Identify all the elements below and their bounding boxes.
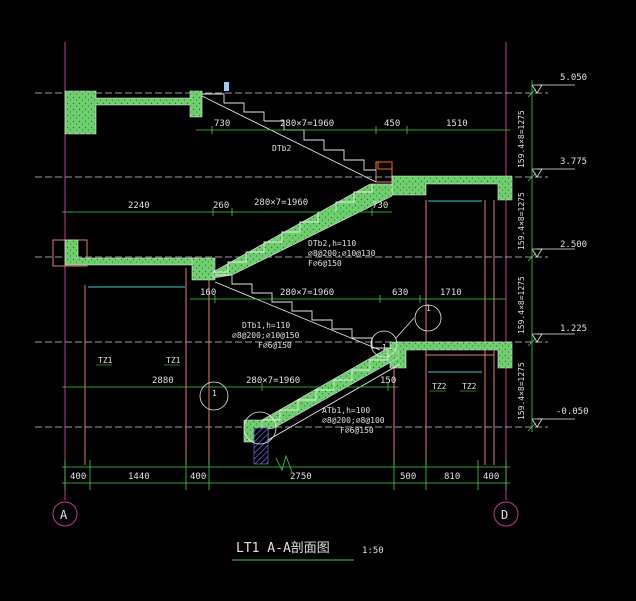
stair-label: DTb2 xyxy=(272,144,291,153)
stair-rebar-label: ⌀8@200;⌀10@150 xyxy=(232,331,300,340)
column-label: TZ2 xyxy=(432,382,447,391)
stair-label: DTb1,h=110 xyxy=(242,321,290,330)
stair-rebar-label: ⌀8@200;⌀10@130 xyxy=(308,249,376,258)
flight-height-label: 159.4×8=1275 xyxy=(517,276,526,334)
break-mark xyxy=(275,454,293,473)
dim-label: 730 xyxy=(372,201,388,211)
beam-marker xyxy=(377,161,393,170)
elevation-markers xyxy=(531,84,575,428)
detail-mark: 1 xyxy=(212,389,217,398)
stair-label: ATb1,h=100 xyxy=(322,406,370,415)
dim-label: 630 xyxy=(392,288,408,298)
dim-label: 400 xyxy=(483,472,499,482)
flight-height-label: 159.4×8=1275 xyxy=(517,110,526,168)
window-lines xyxy=(88,200,482,373)
dim-label: 280×7=1960 xyxy=(280,119,334,129)
level-lines xyxy=(35,92,548,428)
dim-label: 1710 xyxy=(440,288,462,298)
axis-label-a: A xyxy=(60,508,68,522)
vertical-dim-line xyxy=(527,80,537,432)
elevation-label: 1.225 xyxy=(560,324,587,334)
wall-lines xyxy=(52,161,495,465)
dim-label: 1510 xyxy=(446,119,468,129)
drawing-title: LT1 A-A剖面图 xyxy=(236,541,330,556)
drawing-scale: 1:50 xyxy=(362,546,384,556)
stair-outlines xyxy=(201,93,401,441)
flight-height-label: 159.4×8=1275 xyxy=(517,362,526,420)
dim-label: 730 xyxy=(214,119,230,129)
stair-rebar-label: ⌀8@200;⌀8@100 xyxy=(322,416,385,425)
dim-label: 280×7=1960 xyxy=(254,198,308,208)
axis-bubble-a xyxy=(52,501,78,527)
column-label-underlines xyxy=(96,364,476,392)
dim-label: 1440 xyxy=(128,472,150,482)
dim-label: 400 xyxy=(70,472,86,482)
detail-mark: 1 xyxy=(382,343,387,352)
dim-label: 260 xyxy=(213,201,229,211)
dim-label: 2240 xyxy=(128,201,150,211)
axis-bubble-d xyxy=(493,501,519,527)
detail-callouts xyxy=(199,304,442,445)
railing-post-marker xyxy=(224,82,229,91)
elevation-label: 3.775 xyxy=(560,157,587,167)
column-label: TZ2 xyxy=(462,382,477,391)
stair-label: DTb2,h=110 xyxy=(308,239,356,248)
detail-mark: 1 xyxy=(426,304,431,313)
dim-label: 2880 xyxy=(152,376,174,386)
stair-rebar-label: F⌀6@150 xyxy=(258,341,292,350)
horizontal-dim-lines xyxy=(62,126,510,490)
elevation-label: 2.500 xyxy=(560,240,587,250)
dim-label: 500 xyxy=(400,472,416,482)
dim-label: 810 xyxy=(444,472,460,482)
dim-label: 450 xyxy=(384,119,400,129)
elevation-label: -0.050 xyxy=(556,407,589,417)
dim-label: 280×7=1960 xyxy=(280,288,334,298)
column-label: TZ1 xyxy=(166,356,181,365)
axis-label-d: D xyxy=(501,508,508,522)
dim-label: 400 xyxy=(190,472,206,482)
stair-rebar-label: F⌀6@150 xyxy=(308,259,342,268)
dim-label: 150 xyxy=(380,376,396,386)
dim-label: 160 xyxy=(200,288,216,298)
flight-height-label: 159.4×8=1275 xyxy=(517,192,526,250)
foundation-hatch xyxy=(253,427,269,465)
dim-label: 280×7=1960 xyxy=(246,376,300,386)
elevation-label: 5.050 xyxy=(560,73,587,83)
stair-rebar-label: F⌀6@150 xyxy=(340,426,374,435)
dim-label: 2750 xyxy=(290,472,312,482)
column-label: TZ1 xyxy=(98,356,113,365)
